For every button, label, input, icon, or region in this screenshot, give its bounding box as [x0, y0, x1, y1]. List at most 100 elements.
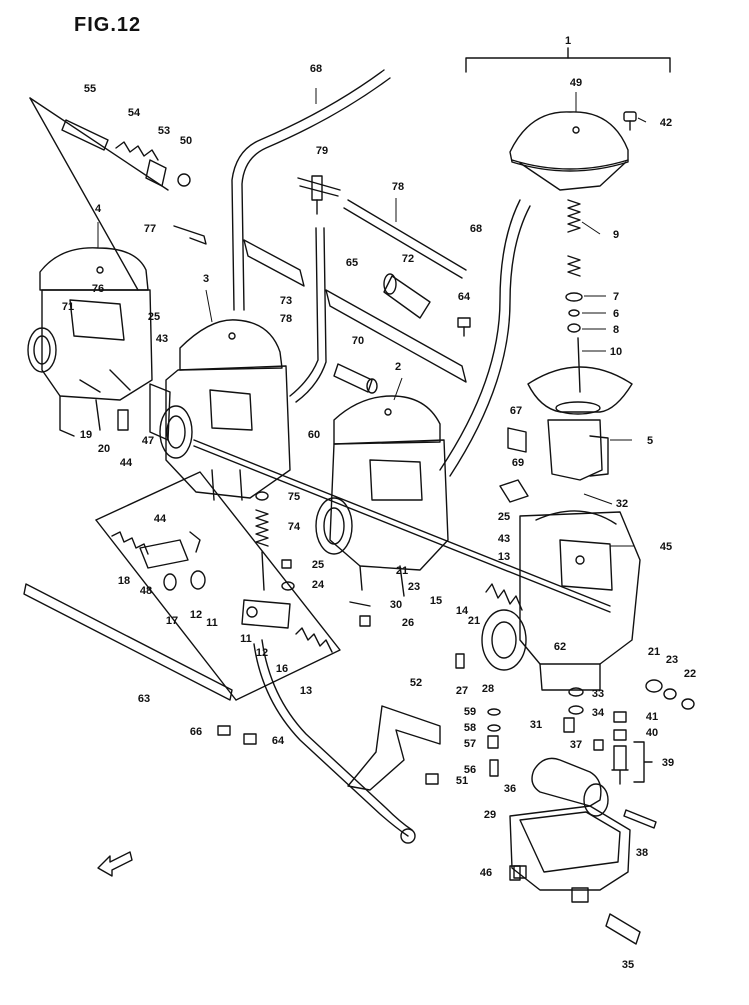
- screw: [359, 615, 371, 627]
- screw: [509, 865, 521, 881]
- part-number-label: 58: [464, 722, 476, 734]
- part-number-label: 68: [310, 63, 322, 75]
- part-number-label: 54: [128, 107, 141, 119]
- part-number-label: 8: [613, 324, 619, 336]
- washer: [255, 491, 269, 501]
- part-number-label: 44: [154, 513, 167, 525]
- part-number-label: 6: [613, 308, 619, 320]
- screw: [243, 733, 257, 745]
- linkage-rod: [261, 639, 413, 831]
- part-number-label: 34: [592, 707, 605, 719]
- float-assembly: [531, 757, 609, 817]
- part-number-label: 73: [280, 295, 292, 307]
- rod-end: [400, 828, 416, 844]
- part-number-label: 13: [300, 685, 312, 697]
- o-ring: [663, 688, 677, 700]
- drain-screw: [605, 913, 641, 945]
- part-number-label: 53: [158, 125, 170, 137]
- part-number-label: 40: [646, 727, 658, 739]
- part-number-label: 20: [98, 443, 110, 455]
- group-bracket: [633, 741, 653, 783]
- part-number-label: 16: [276, 663, 288, 675]
- screw: [455, 653, 465, 669]
- o-ring: [645, 679, 663, 693]
- jet: [489, 759, 499, 777]
- part-number-label: 29: [484, 809, 496, 821]
- part-number-label: 11: [240, 633, 252, 645]
- part-number-label: 14: [456, 605, 469, 617]
- part-number-label: 69: [512, 457, 524, 469]
- leader-line: [29, 97, 139, 291]
- part-number-label: 71: [62, 301, 74, 313]
- mounting-strip: [325, 289, 467, 383]
- screw: [281, 559, 292, 569]
- jet: [487, 735, 499, 749]
- part-number-label: 44: [120, 457, 133, 469]
- part-number-label: 30: [390, 599, 402, 611]
- screw: [457, 317, 471, 337]
- part-number-label: 1: [565, 35, 571, 47]
- part-number-label: 60: [308, 429, 320, 441]
- part-number-label: 78: [392, 181, 404, 193]
- part-number-label: 36: [504, 783, 516, 795]
- part-number-label: 57: [464, 738, 476, 750]
- part-number-label: 38: [636, 847, 648, 859]
- carb-top-cap: [509, 111, 629, 191]
- jet-needle: [577, 337, 581, 393]
- spring: [567, 255, 581, 277]
- vent-hose: [231, 69, 385, 311]
- part-number-label: 66: [190, 726, 202, 738]
- part-number-label: 63: [138, 693, 150, 705]
- part-number-label: 11: [206, 617, 218, 629]
- part-number-label: 70: [352, 335, 364, 347]
- screw: [217, 725, 231, 736]
- linkage-rod: [253, 643, 409, 837]
- part-number-label: 77: [144, 223, 156, 235]
- part-number-label: 42: [660, 117, 672, 129]
- fitting: [499, 479, 529, 503]
- part-number-label: 21: [396, 565, 408, 577]
- o-ring: [681, 698, 695, 710]
- part-number-label: 49: [570, 77, 582, 89]
- part-number-label: 51: [456, 775, 468, 787]
- part-number-label: 7: [613, 291, 619, 303]
- part-number-label: 67: [510, 405, 522, 417]
- part-number-label: 64: [458, 291, 471, 303]
- wire-clip: [173, 225, 207, 245]
- part-number-label: 23: [666, 654, 678, 666]
- part-number-label: 5: [647, 435, 653, 447]
- part-number-label: 56: [464, 764, 476, 776]
- part-number-label: 27: [456, 685, 468, 697]
- screw: [613, 729, 627, 741]
- part-number-label: 59: [464, 706, 476, 718]
- part-number-label: 52: [410, 677, 422, 689]
- pilot-screw-group: [611, 745, 629, 785]
- washer: [567, 323, 581, 333]
- hose-sleeve: [383, 273, 431, 319]
- part-number-label: 45: [660, 541, 672, 553]
- part-number-label: 4: [95, 203, 102, 215]
- part-number-label: 75: [288, 491, 300, 503]
- part-number-label: 48: [140, 585, 152, 597]
- carburetor-3: [149, 319, 291, 501]
- part-number-label: 32: [616, 498, 628, 510]
- part-number-label: 55: [84, 83, 96, 95]
- part-number-label: 72: [402, 253, 414, 265]
- screw: [623, 809, 657, 829]
- leader-line: [95, 471, 341, 701]
- part-number-label: 24: [312, 579, 325, 591]
- part-number-label: 23: [408, 581, 420, 593]
- part-number-label: 47: [142, 435, 154, 447]
- part-number-label: 41: [646, 711, 658, 723]
- part-number-label: 10: [610, 346, 622, 358]
- throttle-shaft: [193, 445, 611, 613]
- part-number-label: 65: [346, 257, 358, 269]
- part-number-label: 25: [498, 511, 510, 523]
- mounting-bracket: [347, 705, 441, 791]
- part-number-label: 15: [430, 595, 442, 607]
- part-number-label: 68: [470, 223, 482, 235]
- part-number-label: 33: [592, 688, 604, 700]
- diaphragm-piston: [527, 366, 633, 481]
